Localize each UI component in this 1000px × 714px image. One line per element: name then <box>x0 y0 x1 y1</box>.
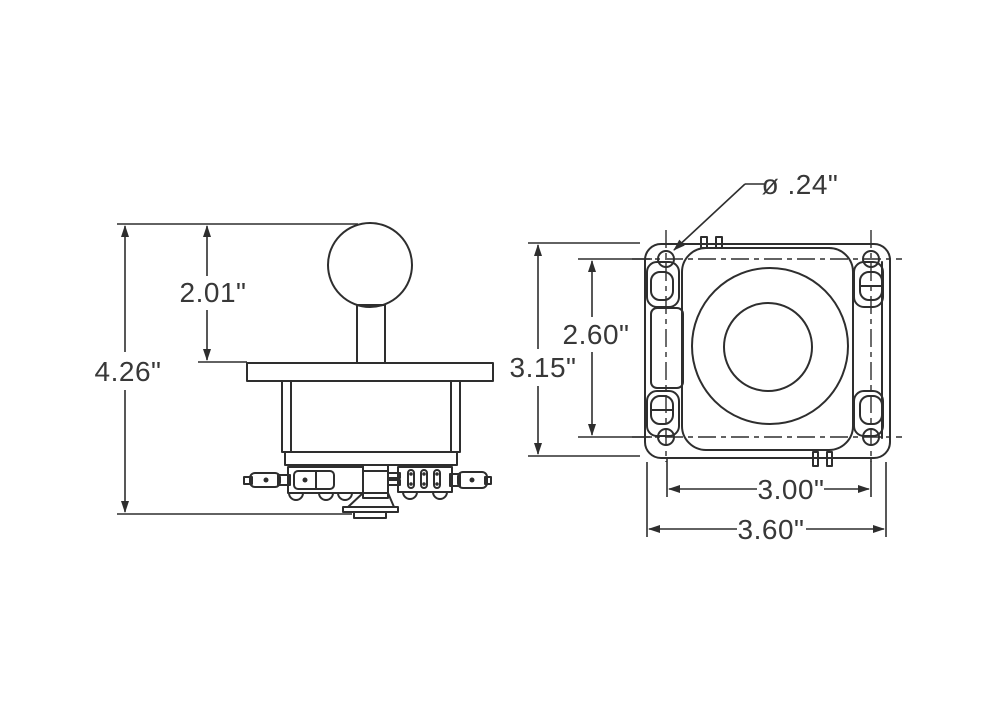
left-terminal <box>249 472 281 488</box>
dust-washer <box>691 267 849 425</box>
tab-top-2 <box>715 236 723 249</box>
dimension-overall-height: 4.26" <box>95 223 358 515</box>
dimension-plate-height: 3.15" <box>510 242 640 457</box>
left-foot-1 <box>288 492 304 501</box>
right-switch-slot-3 <box>433 469 441 489</box>
label-hole-spacing-vertical: 2.60" <box>563 319 630 350</box>
pocket-top-left <box>646 261 680 308</box>
label-ball-to-plate: 2.01" <box>180 277 247 308</box>
left-foot-3 <box>337 492 353 501</box>
label-plate-width: 3.60" <box>738 514 805 545</box>
left-notch <box>650 307 684 389</box>
pocket-bottom-left <box>646 390 680 437</box>
plate-outer-edge <box>644 243 891 459</box>
slot-contacts <box>409 472 439 486</box>
body-bottom-band <box>284 451 458 466</box>
left-terminal-tip <box>243 476 253 485</box>
shaft <box>356 304 386 364</box>
right-terminal <box>457 471 488 489</box>
left-switch-pin <box>302 477 308 483</box>
joystick-side-outline <box>243 222 494 519</box>
center-lines <box>632 230 902 462</box>
left-switch-plunger <box>293 470 335 490</box>
actuator-end <box>353 511 387 519</box>
mounting-plate-side <box>246 362 494 382</box>
dimension-hole-spacing-horizontal: 3.00" <box>666 458 872 505</box>
left-terminal-neck <box>277 474 291 486</box>
label-hole-diameter: ø .24" <box>762 169 839 200</box>
slot-top-left <box>650 271 674 301</box>
dimension-ball-to-plate: 2.01" <box>180 225 247 363</box>
right-switch-slot-2 <box>420 469 428 489</box>
right-foot-2 <box>432 491 448 500</box>
right-terminal-hole <box>469 477 475 483</box>
side-view: 4.26" 2.01" <box>95 222 494 519</box>
top-view: ø .24" 3.15" 2.60" 3.00" <box>510 169 902 545</box>
dimension-plate-width: 3.60" <box>646 462 887 545</box>
shaft-hole <box>723 302 813 392</box>
tab-bottom-2 <box>826 451 833 467</box>
ball-top <box>327 222 413 308</box>
tab-bottom-1 <box>812 451 819 467</box>
leader-arrow <box>673 183 746 251</box>
right-foot-1 <box>402 491 418 500</box>
right-microswitch <box>397 466 453 493</box>
left-foot-2 <box>318 492 334 501</box>
label-hole-spacing-horizontal: 3.00" <box>758 474 825 505</box>
connector-bar-1 <box>387 472 401 479</box>
body-under-plate <box>681 247 854 451</box>
right-terminal-tip <box>484 476 492 485</box>
connector-bar-2 <box>387 479 401 486</box>
dimension-hole-spacing-vertical: 2.60" <box>563 258 652 438</box>
tab-top-1 <box>700 236 708 249</box>
label-overall-height: 4.26" <box>95 356 162 387</box>
left-terminal-hole <box>263 477 269 483</box>
body-housing <box>281 380 461 453</box>
right-switch-slot-1 <box>407 469 415 489</box>
callout-hole-diameter: ø .24" <box>673 169 839 251</box>
label-plate-height: 3.15" <box>510 352 577 383</box>
mounting-plate-top-outline <box>644 236 891 467</box>
right-terminal-neck <box>449 473 461 487</box>
